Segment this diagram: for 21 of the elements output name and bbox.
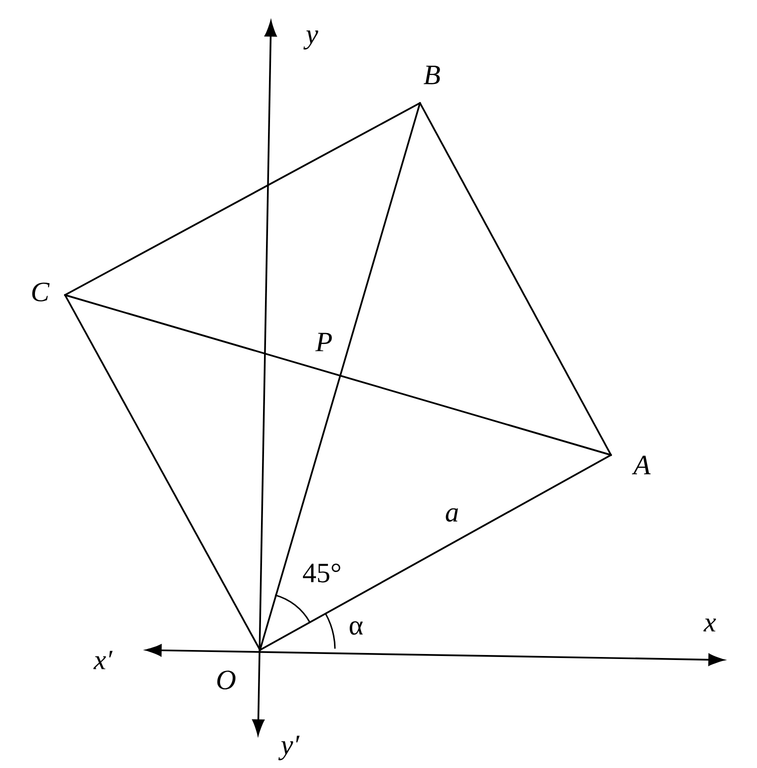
line-segment bbox=[419, 102, 612, 456]
vertex-point bbox=[418, 102, 422, 104]
point-label: O bbox=[217, 670, 236, 690]
line-segment bbox=[259, 102, 421, 650]
vertex-point bbox=[610, 454, 612, 456]
axis-label: y bbox=[303, 30, 318, 50]
vertex-point bbox=[64, 294, 66, 296]
point-label: C bbox=[32, 282, 50, 302]
axis-label: α bbox=[350, 621, 363, 635]
axis-label: y′ bbox=[278, 736, 300, 760]
axis-label: x′ bbox=[93, 650, 113, 670]
axis-label: x bbox=[703, 618, 716, 632]
edge-label: a bbox=[444, 506, 460, 524]
point-label: B bbox=[424, 66, 440, 84]
point-label: A bbox=[632, 456, 651, 474]
line-segment bbox=[64, 102, 420, 296]
line-segment bbox=[64, 294, 261, 650]
axis-label: 45° bbox=[302, 564, 340, 582]
line-segment bbox=[64, 294, 612, 456]
axis-label: P bbox=[315, 332, 332, 352]
line-segment bbox=[260, 454, 612, 651]
